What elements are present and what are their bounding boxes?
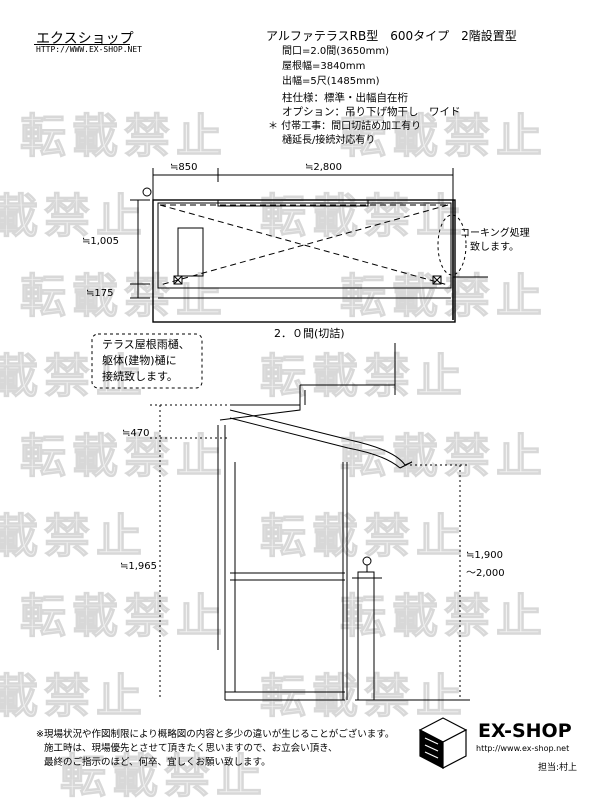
section-dim-top-label: ≒470 <box>122 428 150 439</box>
ex-shop-logo-text: EX-SHOP <box>478 720 572 742</box>
shop-name-underline <box>34 44 130 45</box>
watermark-text: 転載禁止 <box>20 589 228 644</box>
watermark-text: 転載禁止 <box>0 669 148 724</box>
spec-roof-width: 屋根幅=3840mm <box>282 61 366 72</box>
caulking-ellipse <box>437 214 467 276</box>
plan-view <box>130 168 488 323</box>
callout-line-2: 躯体(建物)樋に <box>102 354 177 367</box>
section-roof-tip <box>399 461 413 469</box>
watermark-text: 転載禁止 <box>340 589 548 644</box>
plan-origin-marker <box>142 187 152 197</box>
staff-label: 担当:村上 <box>538 763 578 773</box>
footer-notes: ※現場状況や作図制限により概略図の内容と多少の違いが生じることがございます。 施… <box>36 728 394 770</box>
footer-line-3: 最終のご指示のほど、何卒、宜しくお願い致します。 <box>44 757 271 768</box>
footer-line-1: ※現場状況や作図制限により概略図の内容と多少の違いが生じることがございます。 <box>36 729 395 740</box>
watermark-text: 転載禁止 <box>260 509 468 564</box>
plan-bottom-label: 2．０間(切詰) <box>274 327 345 340</box>
section-roof-top <box>229 409 406 466</box>
spec-pillar: 柱仕様：標準・出幅自在桁 <box>282 92 408 104</box>
section-roof-bottom <box>229 417 401 469</box>
spec-projection: 出幅=5尺(1485mm) <box>282 76 380 87</box>
spec-extra-work-1: ＊ 付帯工事：間口切詰め加工有り <box>268 121 422 132</box>
plan-roof-panel <box>157 202 452 289</box>
watermark-text: 転載禁止 <box>260 669 468 724</box>
watermark-text: 転載禁止 <box>0 349 148 404</box>
section-dim-right-1-label: ≒1,900 <box>466 550 504 561</box>
caulking-note-1: コーキング処理 <box>460 228 530 239</box>
plan-dim-top-label: ≒2,800 <box>305 162 343 173</box>
ex-shop-logo-cube <box>418 717 468 769</box>
plan-dim-side-1-label: ≒1,005 <box>82 236 120 247</box>
spec-option: オプション：吊り下げ物干し ワイド <box>282 106 461 118</box>
callout-line-3: 接続致します。 <box>102 370 178 383</box>
watermark-text: 転載禁止 <box>20 429 228 484</box>
shop-name: エクスショップ <box>36 31 134 47</box>
callout-bubble <box>91 333 203 389</box>
section-dim-right-2-label: ～2,000 <box>466 568 505 579</box>
ex-shop-logo-url: http://www.ex-shop.net <box>476 744 570 753</box>
section-post <box>357 571 375 701</box>
spec-extra-work-2: 樋延長/接続対応有り <box>282 135 376 146</box>
plan-post <box>432 275 442 285</box>
spec-title: アルファテラスRB型 600タイプ 2階設置型 <box>266 29 517 43</box>
watermark-text: 転載禁止 <box>20 269 228 324</box>
watermark-text: 転載禁止 <box>260 349 468 404</box>
plan-dim-left-label: ≒850 <box>170 162 198 173</box>
shop-url: HTTP://WWW.EX-SHOP.NET <box>36 45 142 54</box>
plan-post-mark <box>173 275 183 285</box>
plan-dim-side-2-label: ≒175 <box>86 288 114 299</box>
watermark-text: 転載禁止 <box>340 109 548 164</box>
plan-post <box>173 275 183 285</box>
section-view <box>150 343 470 701</box>
callout-line-1: テラス屋根雨樋、 <box>102 338 190 351</box>
footer-line-2: 施工時は、現場優先とさせて頂きたく思いますので、お立会い頂き、 <box>44 743 338 754</box>
section-gutter <box>219 405 301 421</box>
section-post-cap <box>362 556 372 566</box>
plan-window <box>177 227 204 277</box>
plan-post-mark <box>432 275 442 285</box>
watermark-text: 転載禁止 <box>0 509 148 564</box>
watermark-text: 転載禁止 <box>20 109 228 164</box>
caulking-note-2: 致します。 <box>470 242 519 253</box>
plan-roof-outline <box>152 199 456 323</box>
watermark-text: 転載禁止 <box>260 189 468 244</box>
spec-frontage: 間口=2.0間(3650mm) <box>282 46 390 57</box>
section-dim-height-label: ≒1,965 <box>120 561 158 572</box>
watermark-text: 転載禁止 <box>340 429 548 484</box>
watermark-text: 転載禁止 <box>0 189 148 244</box>
